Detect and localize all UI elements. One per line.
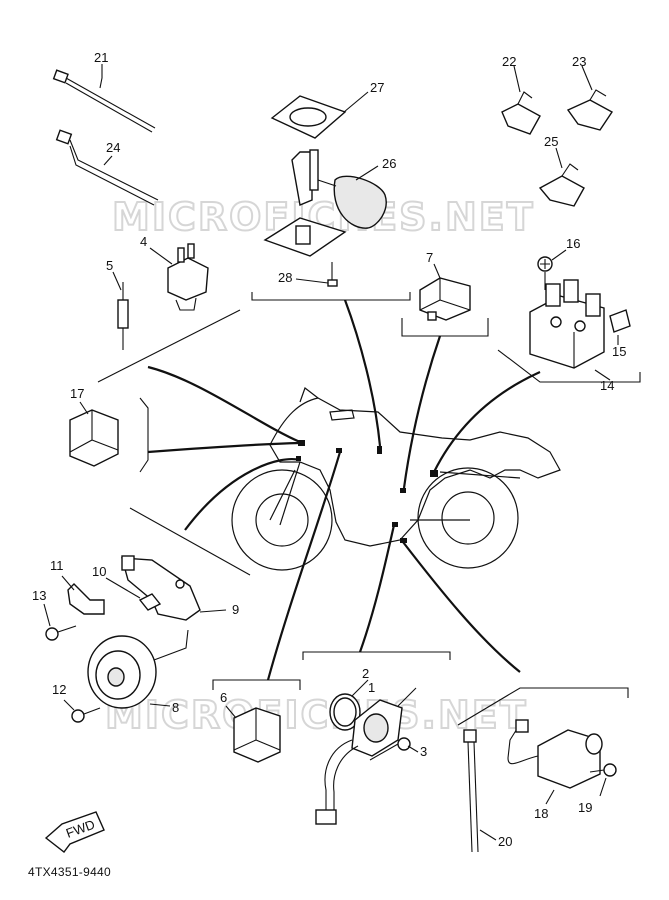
relay-7: [419, 277, 471, 321]
motorcycle-outline: [231, 387, 561, 571]
cable-tie-24: [55, 129, 159, 206]
clamp-23: [566, 89, 614, 131]
frame-relay-17: [139, 397, 149, 473]
diagram-part-code: 4TX4351-9440: [28, 865, 111, 879]
screw-28: [327, 262, 338, 287]
relay-assembly-14: [529, 279, 605, 369]
fuse-15: [609, 309, 631, 333]
callout-numbers: 1 2 3 4 5 6 7 8 9 10 11 12 13 14 15 16 1…: [32, 50, 626, 849]
callout-12: 12: [52, 682, 66, 697]
callout-23: 23: [572, 54, 586, 69]
bolt-13: [45, 625, 77, 641]
sensor-5: [117, 282, 129, 350]
screw-19: [589, 763, 617, 777]
frame-relay-6: [212, 679, 301, 690]
callout-15: 15: [612, 344, 626, 359]
callout-22: 22: [502, 54, 516, 69]
sensor-1: [315, 699, 403, 825]
relay-6: [233, 707, 281, 763]
callout-5: 5: [106, 258, 113, 273]
fuel-sender-gasket-27: [270, 95, 347, 139]
watermark-top: MICROFICHES.NET: [112, 195, 535, 239]
watermark-bottom: MICROFICHES.NET: [105, 693, 528, 737]
callout-14: 14: [600, 378, 614, 393]
callout-1: 1: [368, 680, 375, 695]
frame-switch-4: [97, 309, 241, 383]
horn-bracket-11: [67, 583, 105, 615]
callout-19: 19: [578, 800, 592, 815]
callout-24: 24: [106, 140, 120, 155]
bolt-10: [138, 593, 162, 611]
o-ring-2: [329, 693, 361, 731]
callout-6: 6: [220, 690, 227, 705]
horn-bracket-9: [121, 555, 201, 621]
cable-tie-20: [463, 729, 479, 853]
forward-arrow-icon: FWD: [44, 811, 105, 853]
thermo-switch-4: [167, 243, 209, 311]
relay-18: [507, 719, 603, 789]
callout-10: 10: [92, 564, 106, 579]
callout-28: 28: [278, 270, 292, 285]
callout-2: 2: [362, 666, 369, 681]
callout-13: 13: [32, 588, 46, 603]
callout-3: 3: [420, 744, 427, 759]
clamp-25: [538, 163, 585, 207]
fuel-sender-unit-26: [263, 149, 387, 257]
callout-9: 9: [232, 602, 239, 617]
callout-16: 16: [566, 236, 580, 251]
callout-8: 8: [172, 700, 179, 715]
frame-sensor: [302, 651, 451, 660]
cable-tie-21: [52, 69, 156, 133]
bolt-12: [71, 707, 101, 723]
callout-21: 21: [94, 50, 108, 65]
frame-relay-14: [497, 349, 641, 383]
callout-11: 11: [50, 558, 64, 573]
frame-relay-7: [401, 318, 489, 337]
frame-horn: [129, 507, 251, 576]
screw-16: [537, 256, 553, 290]
frame-relay-18: [457, 687, 629, 726]
callout-17: 17: [70, 386, 84, 401]
leader-lines: [147, 299, 541, 681]
callout-7: 7: [426, 250, 433, 265]
callout-25: 25: [544, 134, 558, 149]
frame-fuel-sender: [251, 292, 411, 301]
relay-17: [69, 409, 119, 467]
callout-18: 18: [534, 806, 548, 821]
screw-3: [369, 737, 411, 761]
callout-27: 27: [370, 80, 384, 95]
callout-4: 4: [140, 234, 147, 249]
horn-8: [87, 629, 189, 709]
clamp-22: [501, 91, 541, 135]
callout-20: 20: [498, 834, 512, 849]
callout-26: 26: [382, 156, 396, 171]
